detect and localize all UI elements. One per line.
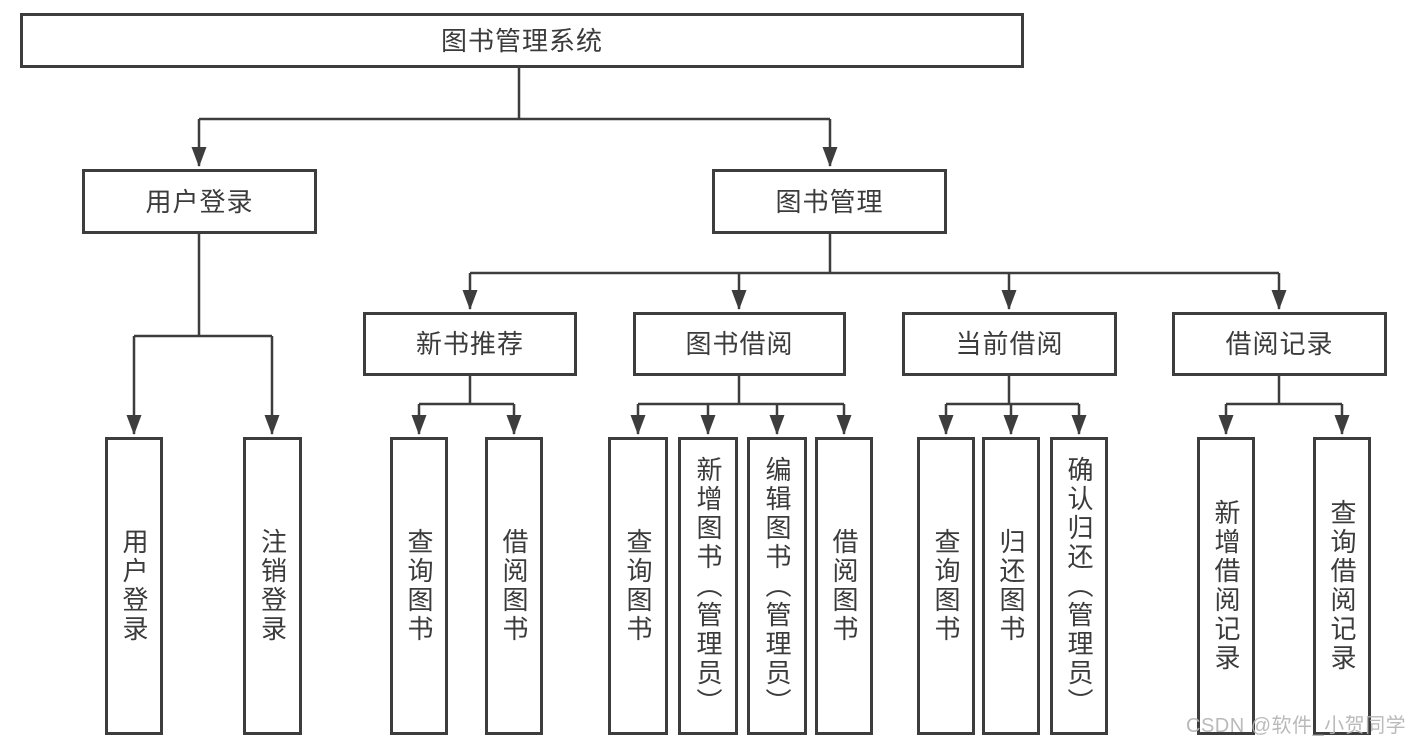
csdn-watermark: CSDN @软件_小贺同学 xyxy=(1186,715,1405,737)
node-root-label: 图书管理系统 xyxy=(440,25,603,56)
leaf-nbr-query-book: 查询图书 xyxy=(390,437,448,735)
leaf-user-login-label: 用户登录 xyxy=(119,528,149,644)
node-book-borrow: 图书借阅 xyxy=(633,312,846,376)
leaf-bb-borrow-book: 借阅图书 xyxy=(815,437,873,735)
leaf-bb-edit-book-admin: 编辑图书（管理员） xyxy=(747,437,807,735)
leaf-nbr-borrow-book: 借阅图书 xyxy=(485,437,543,735)
leaf-br-query-record-label: 查询借阅记录 xyxy=(1327,499,1357,673)
leaf-bb-query-book-label: 查询图书 xyxy=(623,528,653,644)
node-book-borrow-label: 图书借阅 xyxy=(685,329,794,359)
node-user-login: 用户登录 xyxy=(82,169,317,234)
node-root: 图书管理系统 xyxy=(20,13,1024,68)
node-book-management-label: 图书管理 xyxy=(775,186,884,217)
connector-book-management-split xyxy=(470,234,1279,275)
connector-bb-split xyxy=(638,376,844,406)
leaf-nbr-borrow-book-label: 借阅图书 xyxy=(499,528,529,644)
leaf-cb-query-book-label: 查询图书 xyxy=(931,528,961,644)
leaf-br-query-record: 查询借阅记录 xyxy=(1313,437,1371,735)
node-new-book-recommend-label: 新书推荐 xyxy=(415,329,524,359)
node-book-management: 图书管理 xyxy=(712,169,947,234)
leaf-logout: 注销登录 xyxy=(243,437,302,735)
node-borrow-records: 借阅记录 xyxy=(1172,312,1387,376)
connector-br-split xyxy=(1226,376,1342,406)
node-current-borrow-label: 当前借阅 xyxy=(955,329,1064,359)
connector-root-split xyxy=(199,68,830,121)
leaf-bb-add-book-admin: 新增图书（管理员） xyxy=(678,437,738,735)
node-user-login-label: 用户登录 xyxy=(145,186,254,217)
leaf-cb-confirm-return-admin-label: 确认归还（管理员） xyxy=(1064,455,1094,717)
node-new-book-recommend: 新书推荐 xyxy=(363,312,577,376)
connector-user-login-split xyxy=(134,234,272,338)
leaf-bb-query-book: 查询图书 xyxy=(608,437,668,735)
leaf-cb-confirm-return-admin: 确认归还（管理员） xyxy=(1050,437,1108,735)
leaf-br-add-record: 新增借阅记录 xyxy=(1197,437,1255,735)
leaf-br-add-record-label: 新增借阅记录 xyxy=(1211,499,1241,673)
connector-nbr-split xyxy=(419,376,514,406)
leaf-logout-label: 注销登录 xyxy=(257,528,288,644)
leaf-cb-return-book: 归还图书 xyxy=(982,437,1040,735)
leaf-bb-add-book-admin-label: 新增图书（管理员） xyxy=(693,455,723,717)
connector-cb-split xyxy=(946,376,1079,406)
leaf-bb-borrow-book-label: 借阅图书 xyxy=(829,528,859,644)
node-current-borrow: 当前借阅 xyxy=(902,312,1117,376)
leaf-bb-edit-book-admin-label: 编辑图书（管理员） xyxy=(762,455,792,717)
node-borrow-records-label: 借阅记录 xyxy=(1225,329,1334,359)
leaf-cb-query-book: 查询图书 xyxy=(917,437,975,735)
leaf-user-login: 用户登录 xyxy=(105,437,163,735)
leaf-nbr-query-book-label: 查询图书 xyxy=(404,528,434,644)
leaf-cb-return-book-label: 归还图书 xyxy=(996,528,1026,644)
